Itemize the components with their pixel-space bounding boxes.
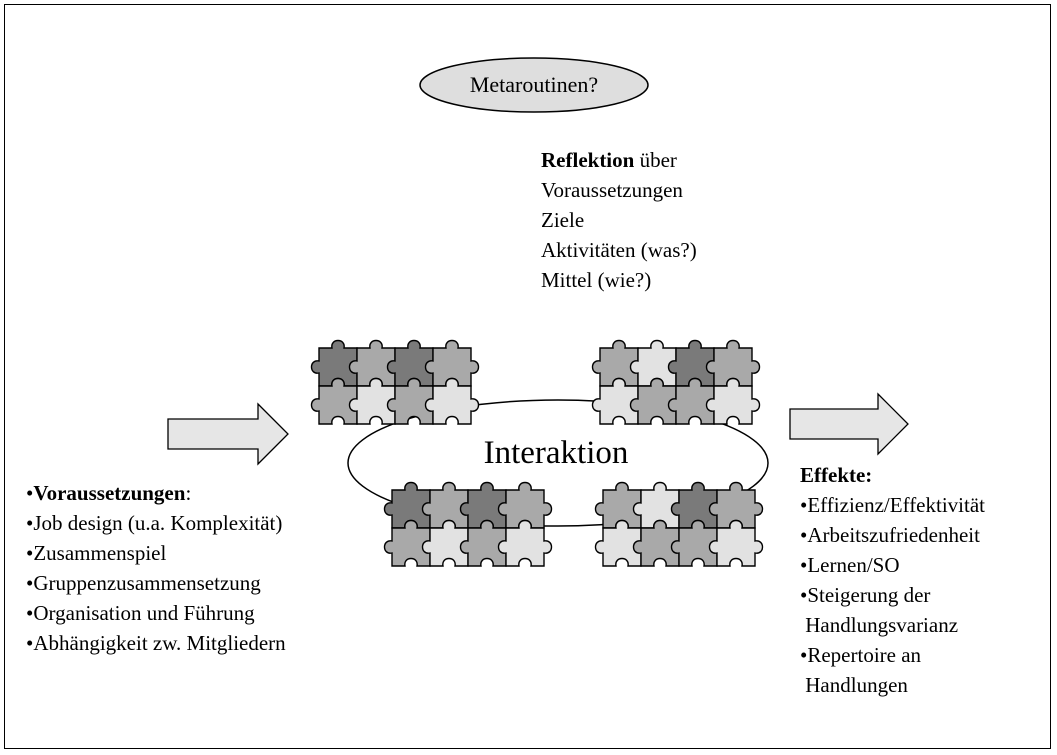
puzzle-cluster-top-left [310,339,480,425]
interaktion-ellipse [347,399,769,527]
input-arrow [167,402,289,466]
effekte-item: •Effizienz/Effektivität [800,493,986,517]
reflektion-item: Ziele [541,208,585,232]
reflektion-block: Reflektion über Voraussetzungen Ziele Ak… [541,145,697,295]
voraussetzungen-item: •Job design (u.a. Komplexität) [26,511,283,535]
interaktion-label: Interaktion [483,435,629,471]
effekte-block: Effekte: •Effizienz/Effektivität •Arbeit… [800,460,985,700]
reflektion-heading: Reflektion über [541,148,677,172]
effekte-item: •Arbeitszufriedenheit [800,523,980,547]
output-arrow [789,392,909,456]
voraussetzungen-block: •Voraussetzungen: •Job design (u.a. Komp… [26,478,286,658]
puzzle-cluster-bottom-right [594,481,764,567]
reflektion-item: Mittel (wie?) [541,268,652,292]
reflektion-item: Aktivitäten (was?) [541,238,697,262]
effekte-item: •Steigerung der [800,583,931,607]
reflektion-item: Voraussetzungen [541,178,683,202]
slide-frame [4,4,1051,749]
voraussetzungen-item: •Organisation und Führung [26,601,255,625]
effekte-item: Handlungen [800,673,908,697]
puzzle-cluster-top-right [591,339,761,425]
effekte-item: Handlungsvarianz [800,613,959,637]
voraussetzungen-heading: •Voraussetzungen: [26,481,192,505]
voraussetzungen-item: •Zusammenspiel [26,541,167,565]
voraussetzungen-item: •Gruppenzusammensetzung [26,571,261,595]
effekte-item: •Repertoire an [800,643,922,667]
metaroutinen-ellipse [419,57,649,113]
effekte-heading: Effekte: [800,463,873,487]
voraussetzungen-item: •Abhängigkeit zw. Mitgliedern [26,631,286,655]
puzzle-cluster-bottom-left [383,481,553,567]
metaroutinen-label: Metaroutinen? [469,72,599,97]
effekte-item: •Lernen/SO [800,553,900,577]
